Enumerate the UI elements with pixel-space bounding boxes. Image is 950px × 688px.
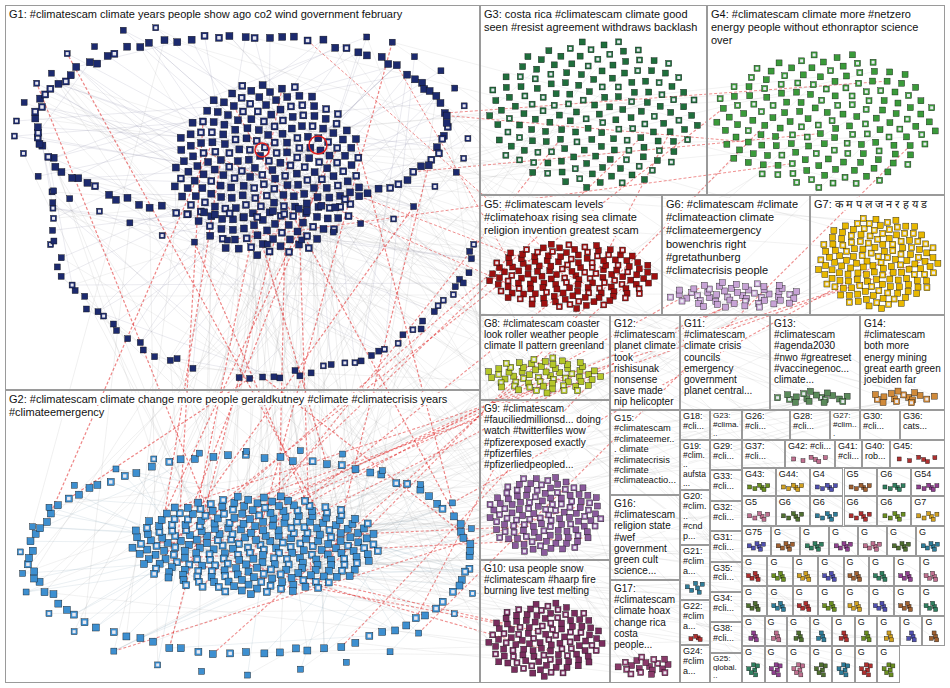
graph-stage: G1: #climatescam climate years people sh… (0, 0, 950, 688)
